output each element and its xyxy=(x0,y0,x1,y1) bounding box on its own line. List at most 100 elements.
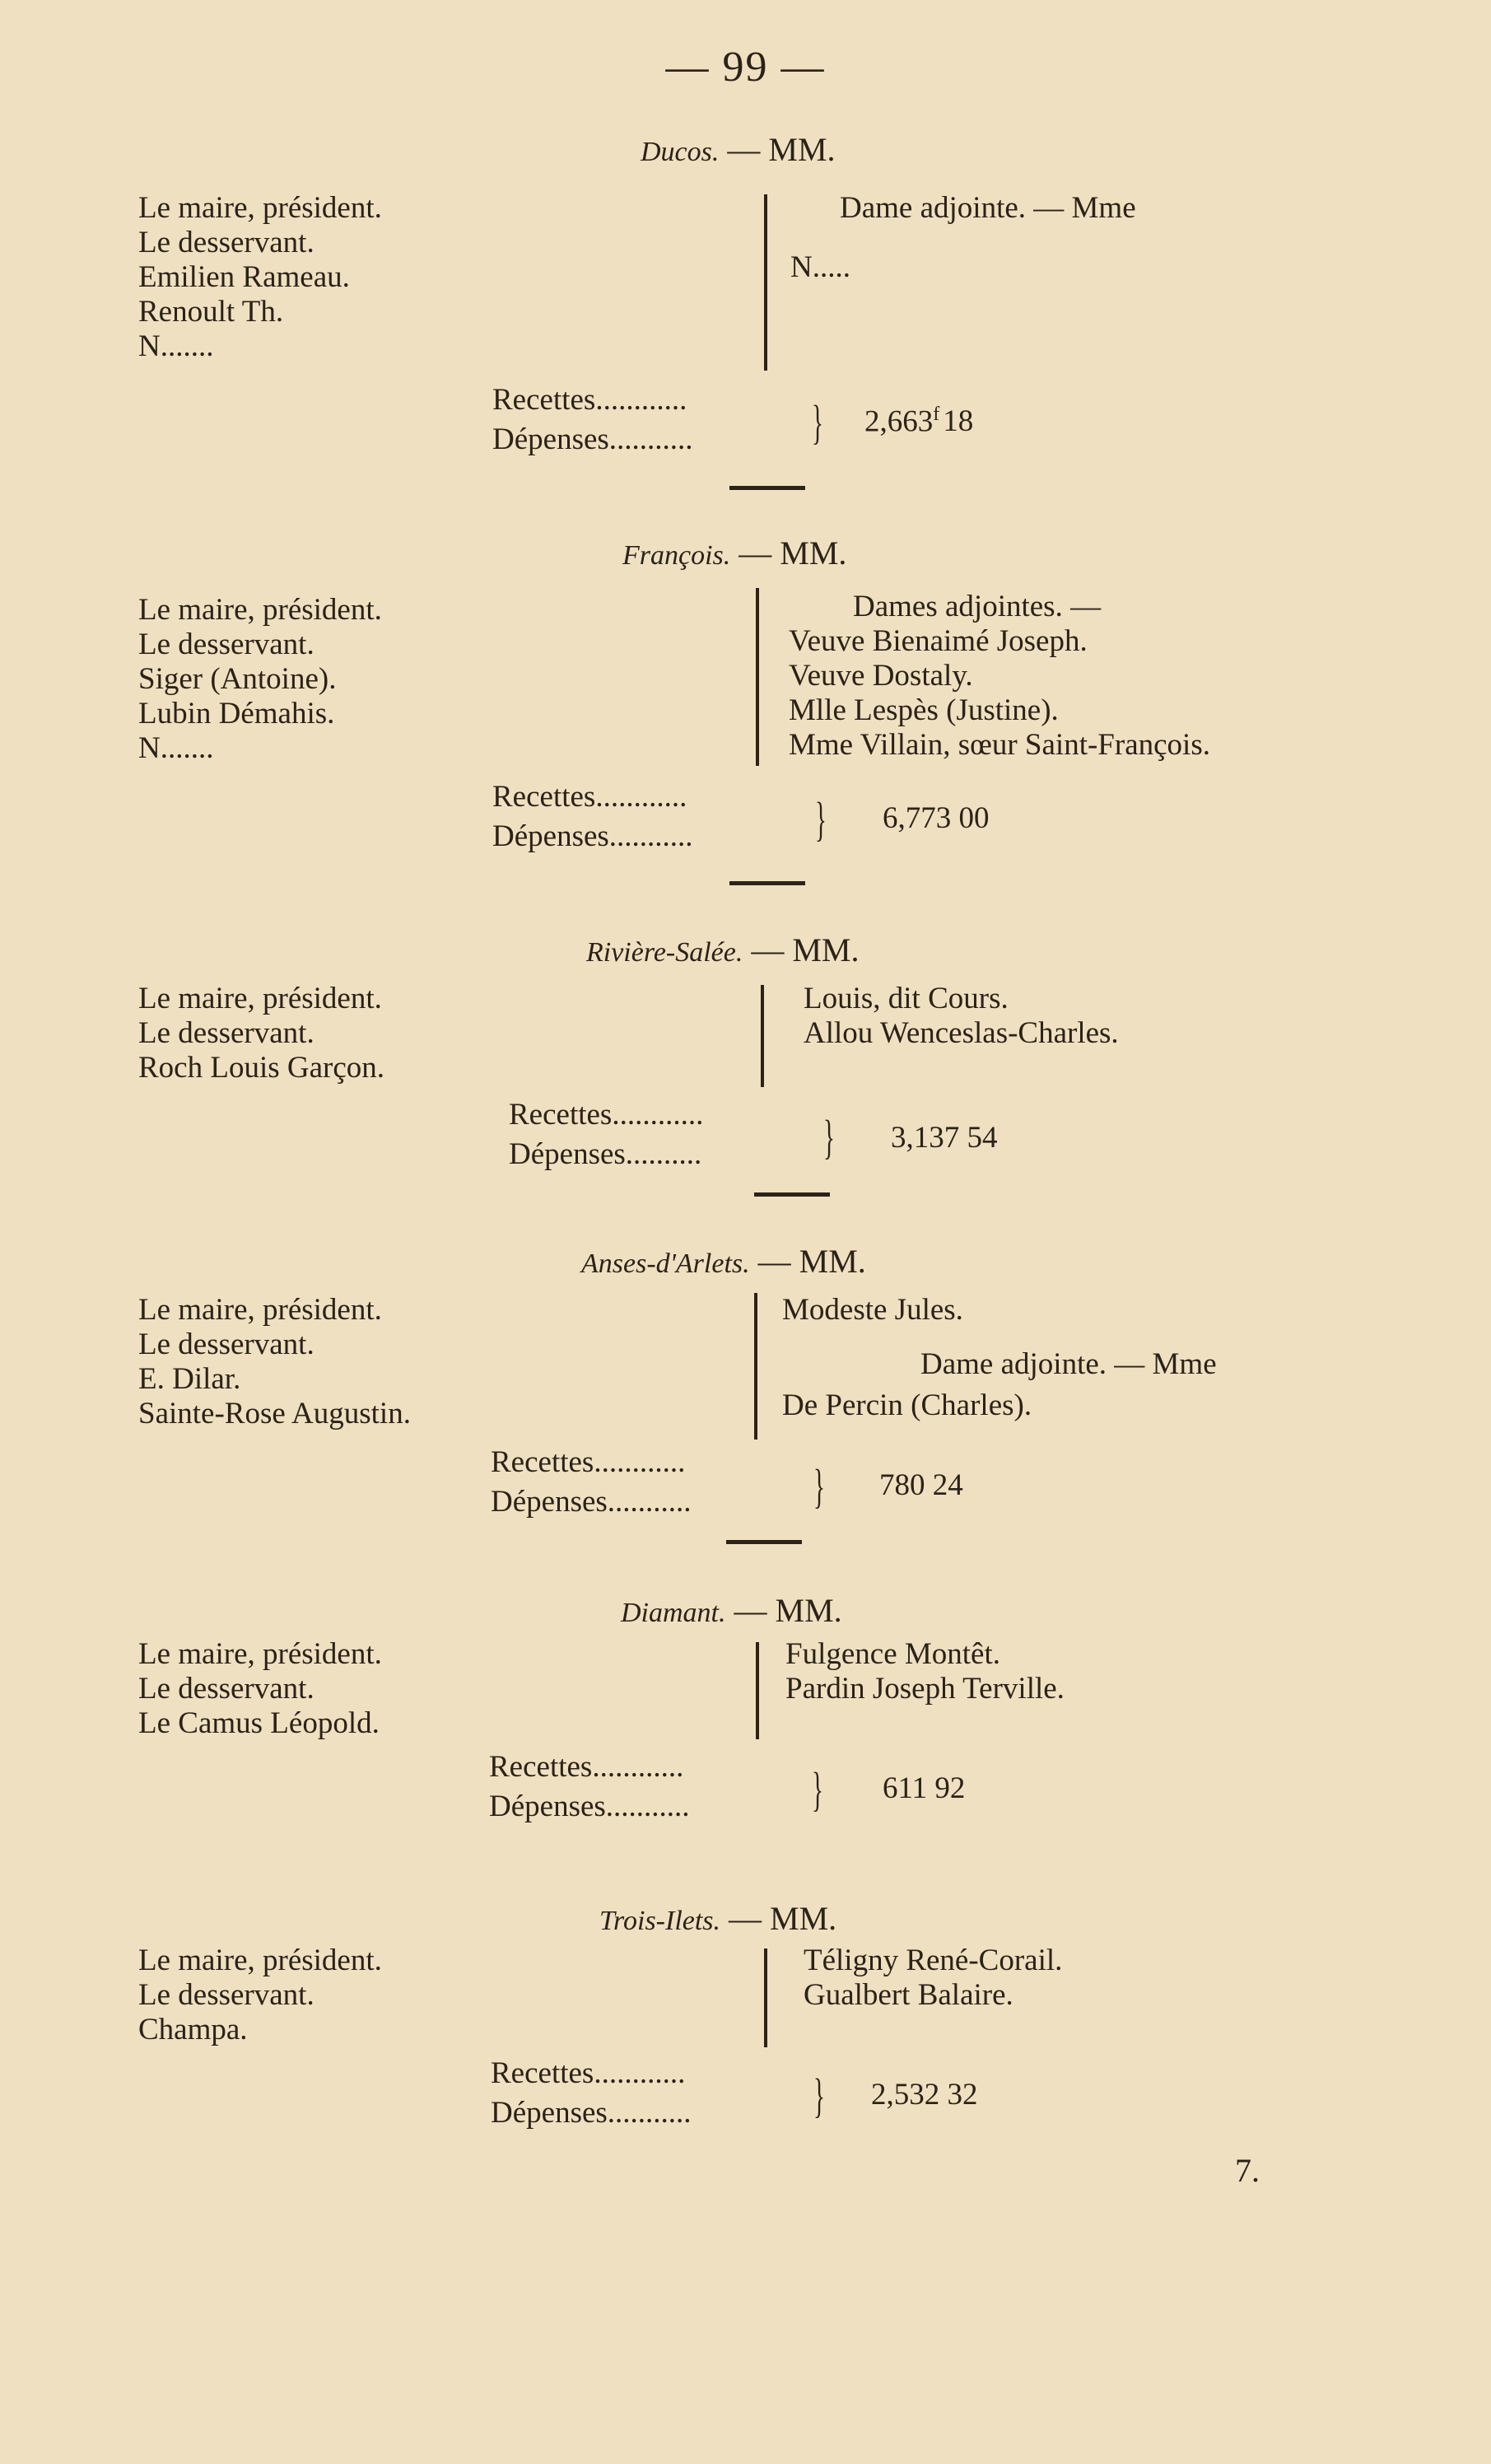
depenses-label: Dépenses........... xyxy=(491,1485,692,1519)
section-right-list: Louis, dit Cours. Allou Wenceslas-Charle… xyxy=(804,982,1119,1051)
recettes-label: Recettes............ xyxy=(509,1098,704,1132)
list-item: Le maire, président. xyxy=(138,1637,382,1671)
list-item: Mme Villain, sœur Saint-François. xyxy=(789,728,1210,762)
list-item: Veuve Bienaimé Joseph. xyxy=(789,624,1088,658)
column-divider xyxy=(756,588,759,766)
depenses-label: Dépenses........... xyxy=(491,2096,692,2130)
section-place: Rivière-Salée. xyxy=(586,937,743,968)
section-heading: Trois-Ilets. — MM. xyxy=(599,1899,836,1938)
depenses-label: Dépenses........... xyxy=(489,1790,690,1823)
list-item: Mlle Lespès (Justine). xyxy=(789,693,1059,727)
depenses-label: Dépenses........... xyxy=(492,422,693,456)
section-left-list: Le maire, président. Le desservant. E. D… xyxy=(138,1293,411,1431)
list-item: Sainte-Rose Augustin. xyxy=(138,1397,411,1430)
brace-icon: } xyxy=(815,792,827,846)
accounts-labels: Recettes............ Dépenses........... xyxy=(492,777,693,856)
section-place: François. xyxy=(622,540,731,571)
list-item: Gualbert Balaire. xyxy=(804,1978,1013,2012)
list-item: Dame adjointe. — Mme xyxy=(840,191,1136,225)
accounts-labels: Recettes............ Dépenses........... xyxy=(489,1748,690,1827)
list-item: Dame adjointe. — Mme xyxy=(920,1347,1217,1381)
list-item: Le maire, président. xyxy=(138,191,382,225)
list-item: Le maire, président. xyxy=(138,1293,382,1327)
list-item: Le desservant. xyxy=(138,1328,315,1361)
section-right-list: Téligny René-Corail. Gualbert Balaire. xyxy=(804,1944,1062,2013)
list-item: Dames adjointes. — xyxy=(853,590,1102,623)
section-separator xyxy=(729,486,805,490)
section-mm: — MM. xyxy=(739,534,847,572)
column-divider xyxy=(764,194,767,371)
list-item: Le maire, président. xyxy=(138,982,382,1015)
section-separator xyxy=(729,881,805,885)
brace-icon: } xyxy=(813,2069,825,2122)
list-item: Allou Wenceslas-Charles. xyxy=(804,1016,1119,1050)
list-item: Renoult Th. xyxy=(138,295,284,329)
section-separator xyxy=(754,1192,830,1197)
section-right-list: Dames adjointes. — Veuve Bienaimé Joseph… xyxy=(789,590,1210,763)
recettes-label: Recettes............ xyxy=(489,1750,684,1784)
section-place: Anses-d'Arlets. xyxy=(581,1248,750,1279)
list-item: N....... xyxy=(138,731,214,765)
list-item: Le desservant. xyxy=(138,1978,315,2012)
list-item: N....... xyxy=(138,329,214,363)
depenses-label: Dépenses.......... xyxy=(509,1137,702,1171)
recettes-label: Recettes............ xyxy=(491,2056,686,2090)
list-item: Siger (Antoine). xyxy=(138,662,337,696)
recettes-label: Recettes............ xyxy=(492,780,687,814)
list-item: Lubin Démahis. xyxy=(138,697,335,730)
list-item: De Percin (Charles). xyxy=(782,1388,1032,1422)
column-divider xyxy=(761,985,764,1087)
section-left-list: Le maire, président. Le desservant. Le C… xyxy=(138,1637,382,1741)
section-mm: — MM. xyxy=(729,1900,837,1937)
list-item: Champa. xyxy=(138,2013,248,2046)
amount-value: 3,137 54 xyxy=(891,1121,998,1155)
brace-icon: } xyxy=(813,1459,825,1513)
column-divider xyxy=(756,1642,759,1739)
list-item: Veuve Dostaly. xyxy=(789,659,973,693)
amount-value: 6,773 00 xyxy=(883,801,990,835)
column-divider xyxy=(754,1293,757,1440)
recettes-label: Recettes............ xyxy=(492,383,687,417)
accounts-labels: Recettes............ Dépenses........... xyxy=(491,1443,692,1522)
list-item: Le desservant. xyxy=(138,226,315,259)
section-mm: — MM. xyxy=(751,931,860,968)
section-left-list: Le maire, président. Le desservant. Roch… xyxy=(138,982,384,1085)
accounts-labels: Recettes............ Dépenses.......... xyxy=(509,1095,703,1174)
section-heading: Diamant. — MM. xyxy=(621,1591,842,1630)
list-item: Le desservant. xyxy=(138,1672,315,1706)
section-heading: François. — MM. xyxy=(622,534,846,572)
section-place: Ducos. xyxy=(641,137,720,167)
accounts-labels: Recettes............ Dépenses........... xyxy=(492,380,693,460)
section-right-list: Modeste Jules. Dame adjointe. — Mme De P… xyxy=(782,1293,1217,1423)
list-item: N..... xyxy=(790,250,850,284)
section-mm: — MM. xyxy=(734,1592,842,1629)
amount-value: 2,532 32 xyxy=(871,2078,978,2112)
list-item: Roch Louis Garçon. xyxy=(138,1051,385,1085)
brace-icon: } xyxy=(812,1762,823,1816)
section-left-list: Le maire, président. Le desservant. Emil… xyxy=(138,191,382,364)
list-item: Le Camus Léopold. xyxy=(138,1706,380,1740)
list-item: Le desservant. xyxy=(138,1016,315,1050)
section-mm: — MM. xyxy=(727,131,836,168)
amount-value: 611 92 xyxy=(883,1771,966,1805)
list-item: E. Dilar. xyxy=(138,1362,241,1396)
section-place: Diamant. xyxy=(621,1598,726,1628)
list-item: Téligny René-Corail. xyxy=(804,1944,1063,1977)
list-item: Modeste Jules. xyxy=(782,1293,963,1327)
section-separator xyxy=(726,1540,802,1544)
accounts-labels: Recettes............ Dépenses........... xyxy=(491,2054,692,2133)
brace-icon: } xyxy=(823,1110,835,1164)
section-heading: Ducos. — MM. xyxy=(641,130,836,169)
depenses-label: Dépenses........... xyxy=(492,819,693,853)
page-number: — 99 — xyxy=(665,44,826,91)
list-item: Le maire, président. xyxy=(138,1944,382,1977)
list-item: Emilien Rameau. xyxy=(138,260,350,294)
section-left-list: Le maire, président. Le desservant. Cham… xyxy=(138,1944,382,2047)
section-right-list: Fulgence Montêt. Pardin Joseph Terville. xyxy=(785,1637,1065,1706)
list-item: Pardin Joseph Terville. xyxy=(785,1672,1065,1706)
column-divider xyxy=(764,1948,767,2047)
brace-icon: } xyxy=(812,395,823,449)
recettes-label: Recettes............ xyxy=(491,1445,686,1479)
